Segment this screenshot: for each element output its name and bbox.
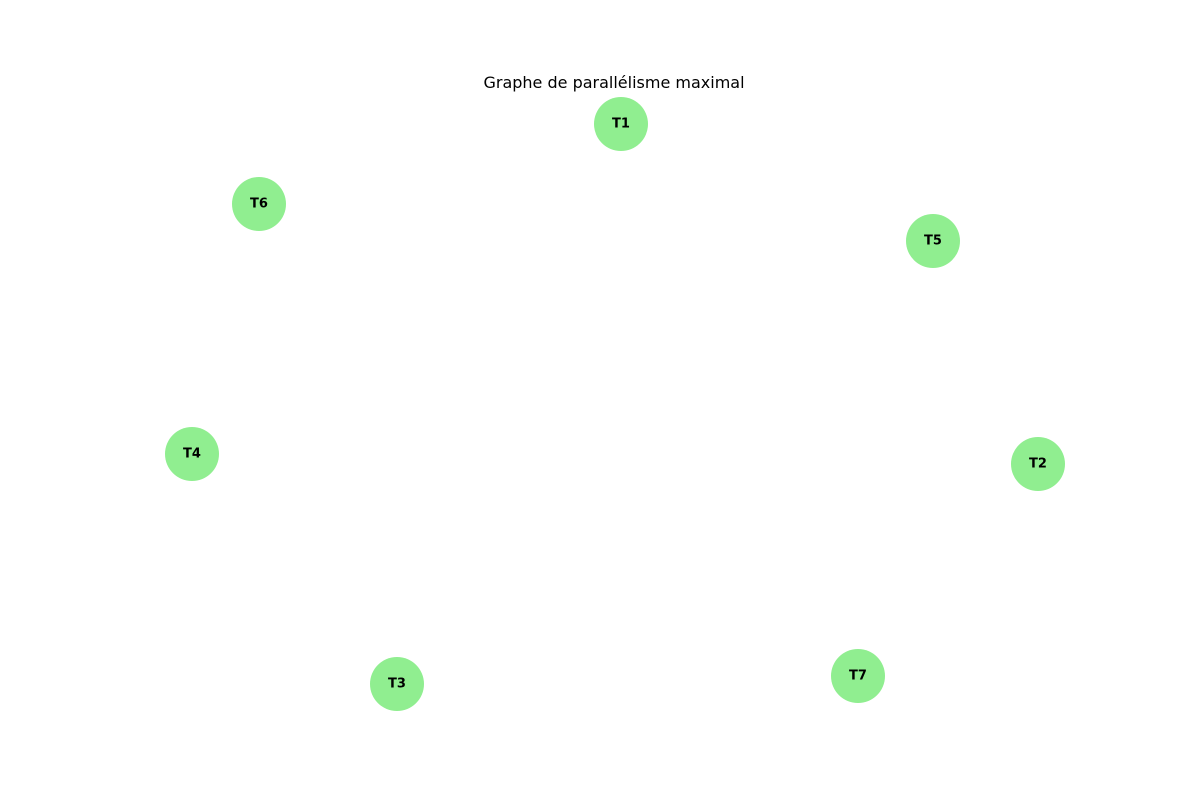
node-T3-circle xyxy=(370,657,424,711)
node-T2-circle xyxy=(1011,437,1065,491)
node-T5-label: T5 xyxy=(924,234,942,249)
node-T1-circle xyxy=(594,97,648,151)
node-T5: T5 xyxy=(906,214,960,268)
node-T7-circle xyxy=(831,649,885,703)
node-T6: T6 xyxy=(232,177,286,231)
graph-title: Graphe de parallélisme maximal xyxy=(483,73,744,92)
node-T2-label: T2 xyxy=(1029,457,1047,472)
node-T3-label: T3 xyxy=(388,677,406,692)
node-T4-circle xyxy=(165,427,219,481)
node-T6-label: T6 xyxy=(250,197,268,212)
node-T7: T7 xyxy=(831,649,885,703)
node-T1-label: T1 xyxy=(612,117,630,132)
node-T3: T3 xyxy=(370,657,424,711)
node-T4-label: T4 xyxy=(183,447,201,462)
node-T2: T2 xyxy=(1011,437,1065,491)
node-T4: T4 xyxy=(165,427,219,481)
node-T5-circle xyxy=(906,214,960,268)
node-T6-circle xyxy=(232,177,286,231)
node-T7-label: T7 xyxy=(849,669,867,684)
node-T1: T1 xyxy=(594,97,648,151)
